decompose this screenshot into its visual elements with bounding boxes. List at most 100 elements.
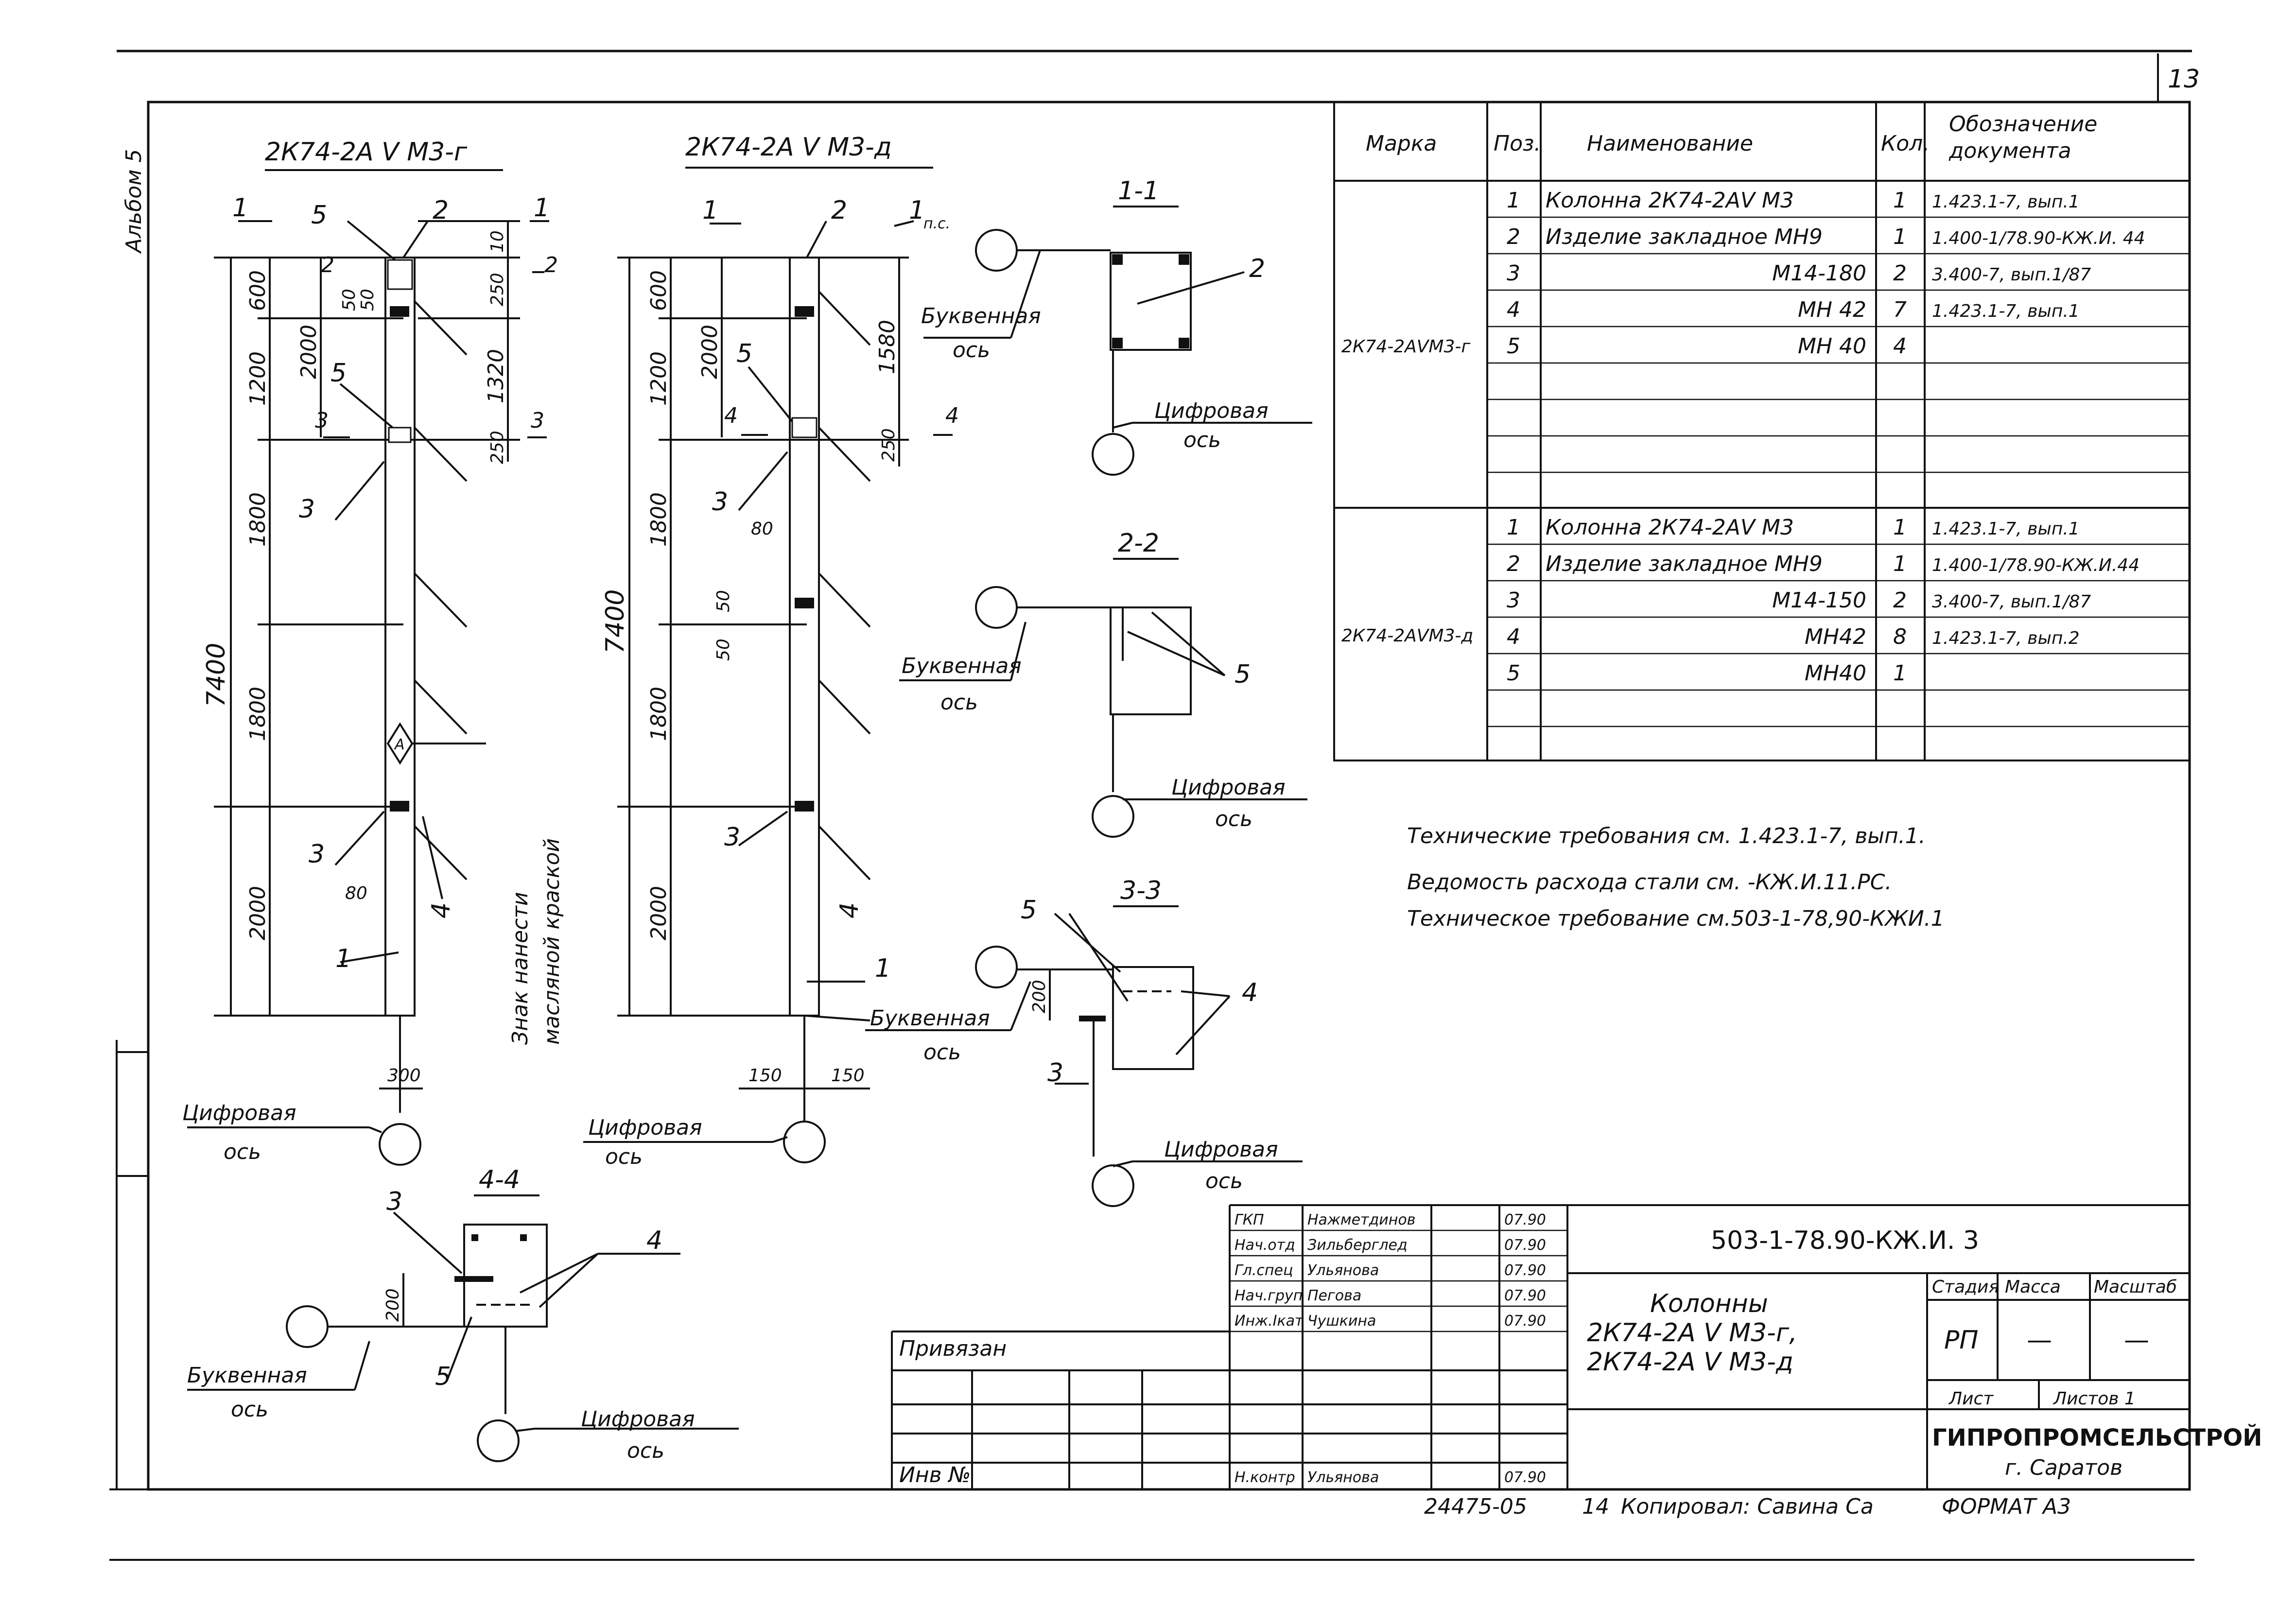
column-g-seg-1800b: 1800 [245,687,270,741]
column-d-total-dim: 7400 [601,589,630,654]
section-3-3-body [1112,966,1194,1070]
section-4-4-digit-label-2: ось [627,1438,664,1463]
column-g-paint-marker [386,722,414,765]
column-d-sec1-right-num: 1 [909,196,925,225]
column-d-hatch-4 [818,679,871,735]
column-g-hatch-2 [414,427,468,482]
tb-control-role: Н.контр [1235,1469,1295,1486]
column-d-embed-1 [795,306,814,317]
section-2-2-pos-5: 5 [1235,660,1251,689]
section-4-4-lead-5 [446,1316,472,1381]
tb-name: Ульянова [1307,1262,1379,1279]
column-g-inner-50b: 50 [358,289,378,311]
section-1-1-corner-3 [1112,338,1123,348]
section-4-4: 4-4 200 3 4 5 Буквенная ось Ци [187,1165,739,1463]
section-4-4-lead-4b [539,1253,599,1308]
column-d-pos-4: 4 [835,902,864,918]
section-1-1: 1-1 2 Буквенная ось Цифровая ось [921,176,1312,476]
column-g-embed-1 [390,306,409,317]
section-3-3-digit-lead [1113,1160,1133,1167]
section-4-4-plate [454,1276,493,1282]
column-d-axis-label-2: ось [605,1144,643,1169]
tb-date: 07.90 [1504,1237,1546,1254]
column-d-embed-3 [795,598,814,608]
spec-cell-pos: 5 [1507,334,1520,359]
section-1-1-axis-lead2 [1010,250,1041,338]
column-d-digital-axis-bubble [783,1121,826,1163]
section-4-4-digit-label: Цифровая [581,1407,695,1432]
tb-title-1: Колонны [1650,1289,1768,1318]
tb-scale-head: Масштаб [2094,1277,2177,1297]
column-d-pos-2: 2 [831,196,847,225]
technical-notes: Технические требования см. 1.423.1-7, вы… [1407,824,1945,931]
column-g-plate-mid [388,427,412,443]
section-4-4-pos-3: 3 [386,1187,402,1216]
column-g-axis-label-2: ось [224,1140,261,1164]
tb-mass-head: Масса [2005,1277,2061,1297]
column-d-hatch-5 [818,825,871,881]
column-d-leader-5 [748,366,798,429]
column-g-seg-1200: 1200 [245,351,270,406]
section-1-1-corner-2 [1179,254,1189,265]
tb-title-2: 2К74-2А V М3-г, [1587,1318,1797,1348]
column-g-seg-2000: 2000 [245,886,270,940]
section-2-2-digit-label-2: ось [1215,807,1252,831]
tb-scale-value: — [2124,1326,2149,1355]
spec-cell-doc: 1.400-1/78.90-КЖ.И. 44 [1932,228,2145,248]
spec-cell-name: М14-180 [1772,261,1866,286]
tb-org-city: г. Саратов [2005,1455,2122,1480]
tb-sheets-head: Листов 1 [2052,1389,2136,1409]
column-d-hatch-1 [818,291,871,346]
column-d-seg-2000: 2000 [646,886,671,940]
column-d-sec4-b: 4 [945,403,959,428]
column-d-inner-50a: 50 [713,590,733,612]
column-d-leader-3a [738,451,788,511]
tb-control-date: 07.90 [1504,1469,1546,1486]
spec-cell-pos: 1 [1507,515,1520,540]
drawing-frame [147,101,2191,1491]
section-2-2-lead-5b [1127,631,1225,676]
column-d-inner-50b: 50 [713,639,733,661]
column-d-elevation: 2К74-2А V М3-д [583,133,959,1169]
note-3: Техническое требование см.503-1-78,90-КЖ… [1407,906,1945,931]
spec-cell-pos: 3 [1507,588,1520,613]
column-g-right-250b: 250 [487,431,507,464]
spec-cell-pos: 3 [1507,261,1520,286]
column-d-sec-ps: п.с. [923,215,950,232]
column-g-paint-note-1: Знак нанести [508,892,533,1045]
column-g-leader-3a [334,461,385,521]
column-g-sec2-a: 2 [321,253,334,277]
column-d-axis-label: Цифровая [588,1115,702,1140]
column-g-plate-top [387,259,413,290]
section-2-2-letter-label: Буквенная [902,654,1022,678]
spec-cell-doc: 1.423.1-7, вып.1 [1932,301,2080,321]
spec-cell-name: МН42 [1805,624,1866,649]
section-3-3-lead-4a [1181,990,1230,997]
column-g-leader-3b [334,811,385,866]
tb-name: Чушкина [1307,1313,1376,1330]
spec-mark-d: 2К74-2АVМ3-д [1341,626,1473,646]
spec-cell-qty: 2 [1893,588,1907,613]
album-label: Альбом 5 [122,149,146,254]
section-1-1-digit-label-2: ось [1183,428,1221,452]
column-d-sec4-a: 4 [724,403,738,428]
spec-cell-name: Изделие закладное МН9 [1546,552,1823,576]
section-3-3-dim-200-label: 200 [1029,980,1049,1013]
tb-mass-value: — [2027,1326,2052,1355]
spec-header-mark: Марка [1366,131,1437,156]
section-1-1-corner-1 [1112,254,1123,265]
column-g-leader-4 [422,816,443,899]
section-4-4-corner-1 [471,1234,478,1241]
section-1-1-corner-4 [1179,338,1189,348]
section-4-4-letter-label-2: ось [231,1397,268,1422]
copied-by: Копировал: Савина Са [1621,1494,1874,1519]
column-d-plate-mid [791,417,818,438]
tb-control-name: Ульянова [1307,1469,1379,1486]
column-d-hatch-3 [818,572,871,628]
spec-cell-pos: 4 [1507,297,1520,322]
section-4-4-letter-axis [286,1305,329,1348]
spec-header-name: Наименование [1587,131,1753,156]
section-3-3-lead-4b [1175,995,1231,1055]
spec-cell-pos: 1 [1507,188,1520,213]
tb-title-3: 2К74-2А V М3-д [1587,1348,1793,1377]
